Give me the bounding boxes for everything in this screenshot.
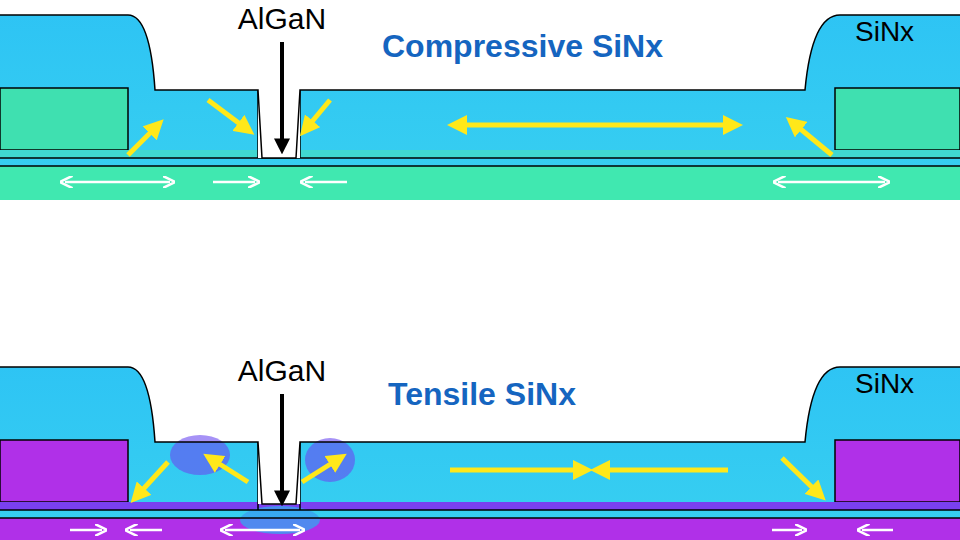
panel-title: Compressive SiNx [382, 30, 663, 62]
layer-label: AlGaN [238, 4, 326, 34]
layer-label: SiNx [855, 18, 914, 46]
tensile-panel [0, 367, 960, 540]
layer-label: SiNx [855, 370, 914, 398]
compressive-panel [0, 15, 960, 200]
panel-title: Tensile SiNx [388, 378, 576, 410]
layer-label: AlGaN [238, 356, 326, 386]
